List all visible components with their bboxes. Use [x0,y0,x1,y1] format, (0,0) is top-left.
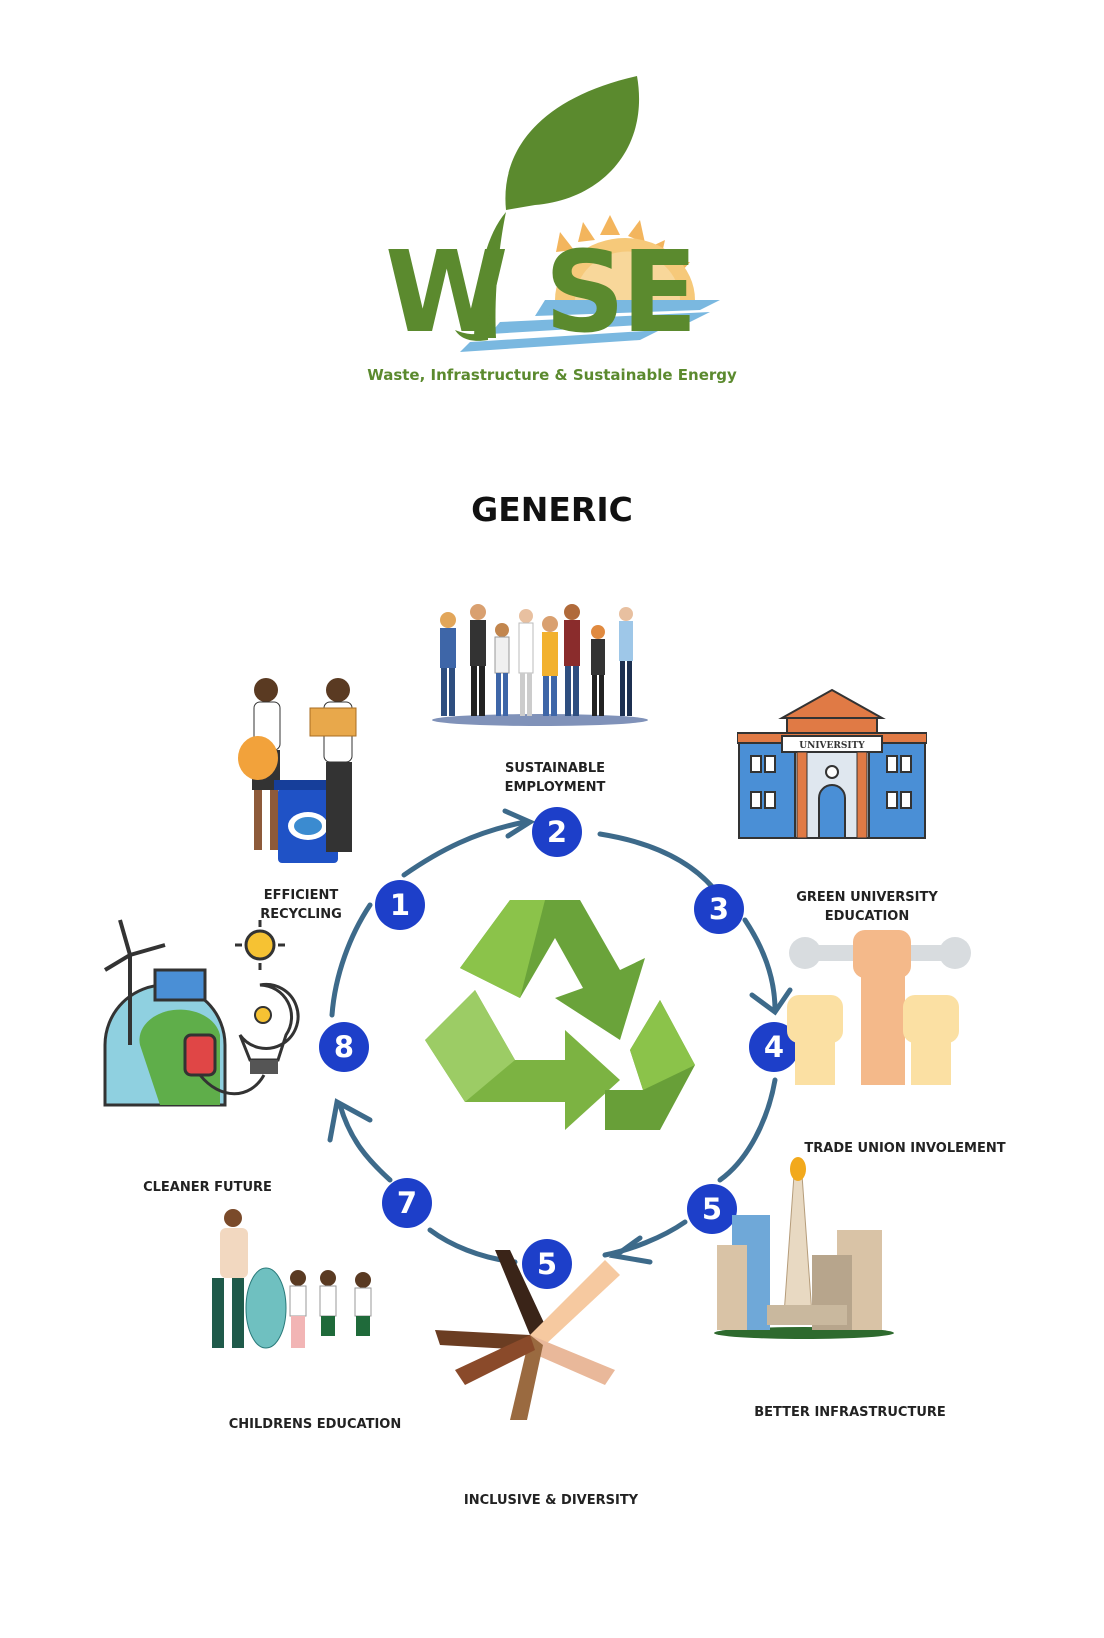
step-badge-8: 8 [319,1022,369,1072]
city-skyline-icon [714,1157,894,1339]
arrow-4-5 [717,1077,778,1183]
step-caption-3: GREEN UNIVERSITY EDUCATION [796,890,938,924]
arrow-2-3 [597,831,718,893]
arrow-1-2 [401,819,528,878]
logo-graphic [455,76,720,352]
step-badge-3: 3 [694,884,744,934]
step-badge-1: 1 [375,880,425,930]
recycle-icon [425,900,695,1130]
arrowhead-3-4 [749,987,793,1016]
university-sign: UNIVERSITY [799,741,865,751]
logo-tagline: Waste, Infrastructure & Sustainable Ener… [367,366,737,384]
clean-energy-icon [103,919,300,1107]
arrow-5-5 [602,1219,688,1258]
arrow-8-1 [329,902,373,1018]
step-caption-1: EFFICIENT RECYCLING [260,888,342,922]
step-caption-8: CLEANER FUTURE [143,1180,272,1195]
children-cleanup-icon [212,1209,372,1349]
logo-letter-w: W [385,228,509,358]
workers-icon [432,604,648,726]
page-title: GENERIC [471,490,633,529]
arrowhead-1-2 [502,808,536,839]
step-caption-2: SUSTAINABLE EMPLOYMENT [504,761,606,795]
step-caption-5b: INCLUSIVE & DIVERSITY [463,1493,639,1508]
arrow-3-4 [742,917,778,1013]
step-caption-5a: BETTER INFRASTRUCTURE [754,1405,946,1420]
step-caption-7: CHILDRENS EDUCATION [228,1417,402,1432]
step-badge-7: 7 [382,1178,432,1228]
raised-fists-icon [787,930,971,1085]
recycling-people-icon [238,678,357,863]
university-icon: UNIVERSITY [737,688,927,839]
step-badge-5b: 5 [522,1239,572,1289]
step-caption-4: TRADE UNION INVOLEMENT [804,1141,1006,1156]
arrow-7-8 [337,1102,393,1183]
arrowhead-5-5 [608,1235,653,1265]
arrowhead-7-8 [327,1098,373,1143]
step-badge-2: 2 [532,807,582,857]
step-badge-5a: 5 [687,1184,737,1234]
joined-hands-icon [435,1250,620,1420]
logo-letters-se: SE [544,228,698,358]
